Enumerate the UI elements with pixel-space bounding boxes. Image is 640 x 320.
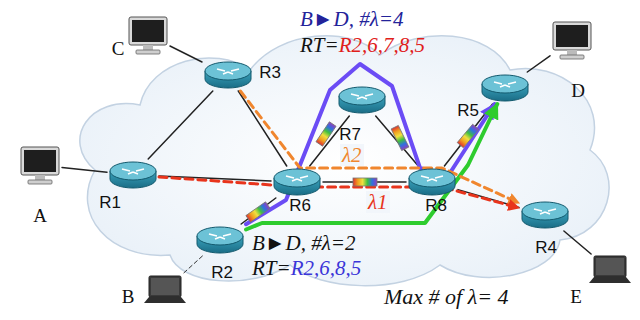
computer-icon bbox=[588, 255, 632, 285]
node-label: D bbox=[571, 81, 585, 100]
link-line bbox=[183, 256, 203, 274]
lightpath-arrow bbox=[159, 177, 519, 208]
link-line bbox=[148, 91, 213, 159]
text-label: λ2 bbox=[340, 144, 364, 166]
node-label: R1 bbox=[99, 194, 121, 211]
node-label: R3 bbox=[259, 64, 281, 81]
text-label: Max # of λ= 4 bbox=[384, 285, 509, 308]
amplifier bbox=[353, 178, 377, 186]
router-node: R3 bbox=[203, 60, 253, 90]
router-icon bbox=[203, 60, 253, 90]
router-node: R8 bbox=[407, 167, 457, 197]
node-label: R4 bbox=[535, 239, 557, 256]
amplifier bbox=[316, 122, 336, 146]
computer-icon bbox=[127, 15, 169, 55]
text-label: RT= bbox=[300, 34, 339, 56]
router-node: R6 bbox=[272, 167, 322, 197]
link-line bbox=[564, 231, 591, 254]
node-label: R7 bbox=[339, 126, 361, 143]
computer-node: D bbox=[551, 20, 593, 60]
laptop-node: B bbox=[143, 275, 187, 305]
router-node: R4 bbox=[520, 200, 570, 230]
computer-node: C bbox=[127, 15, 169, 55]
text-label: R2,6,8,5 bbox=[291, 257, 362, 279]
node-label: C bbox=[112, 39, 125, 58]
laptop-node: E bbox=[588, 255, 632, 285]
text-label: B►D, #λ=2 bbox=[252, 232, 356, 254]
computer-icon bbox=[143, 275, 187, 305]
node-label: R2 bbox=[211, 264, 233, 281]
router-node: R5 bbox=[480, 73, 530, 103]
node-label: A bbox=[33, 206, 47, 225]
router-node: R2 bbox=[195, 225, 245, 255]
router-icon bbox=[337, 85, 387, 115]
text-label: RT= bbox=[252, 257, 291, 279]
router-icon bbox=[407, 167, 457, 197]
router-icon bbox=[195, 225, 245, 255]
router-icon bbox=[272, 167, 322, 197]
node-label: R6 bbox=[289, 197, 311, 214]
router-node: R1 bbox=[108, 160, 158, 190]
link-line bbox=[62, 167, 107, 172]
node-label: R5 bbox=[457, 102, 479, 119]
text-label: B►D, #λ=4 bbox=[300, 8, 404, 30]
router-node: R7 bbox=[337, 85, 387, 115]
router-icon bbox=[108, 160, 158, 190]
node-label: B bbox=[122, 287, 135, 306]
node-label: E bbox=[570, 287, 582, 306]
amplifier bbox=[391, 125, 409, 150]
link-line bbox=[238, 91, 286, 166]
link-line bbox=[170, 46, 202, 62]
link-line bbox=[527, 56, 550, 72]
router-icon bbox=[520, 200, 570, 230]
amplifier bbox=[246, 202, 270, 222]
node-label: R8 bbox=[425, 197, 447, 214]
router-icon bbox=[480, 73, 530, 103]
computer-icon bbox=[19, 145, 61, 185]
computer-node: A bbox=[19, 145, 61, 185]
computer-icon bbox=[551, 20, 593, 60]
text-label: λ1 bbox=[366, 191, 390, 213]
text-label: R2,6,7,8,5 bbox=[339, 34, 425, 56]
amplifier bbox=[457, 124, 479, 148]
